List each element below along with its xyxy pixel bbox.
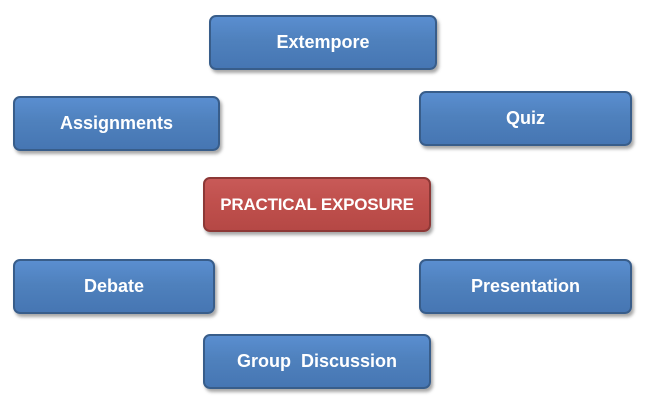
node-debate: Debate — [13, 259, 215, 314]
node-group-discussion-label: Group Discussion — [236, 351, 398, 371]
node-extempore: Extempore — [209, 15, 437, 70]
node-quiz: Quiz — [419, 91, 632, 146]
node-extempore-label: Extempore — [276, 32, 370, 52]
node-presentation-label: Presentation — [470, 276, 581, 296]
center-node-practical-exposure: PRACTICAL EXPOSURE — [203, 177, 431, 232]
node-assignments-label: Assignments — [59, 113, 174, 133]
node-group-discussion: Group Discussion — [203, 334, 431, 389]
center-node-label: PRACTICAL EXPOSURE — [220, 194, 414, 214]
node-debate-label: Debate — [83, 276, 145, 296]
node-presentation: Presentation — [419, 259, 632, 314]
node-assignments: Assignments — [13, 96, 220, 151]
node-quiz-label: Quiz — [506, 108, 545, 128]
